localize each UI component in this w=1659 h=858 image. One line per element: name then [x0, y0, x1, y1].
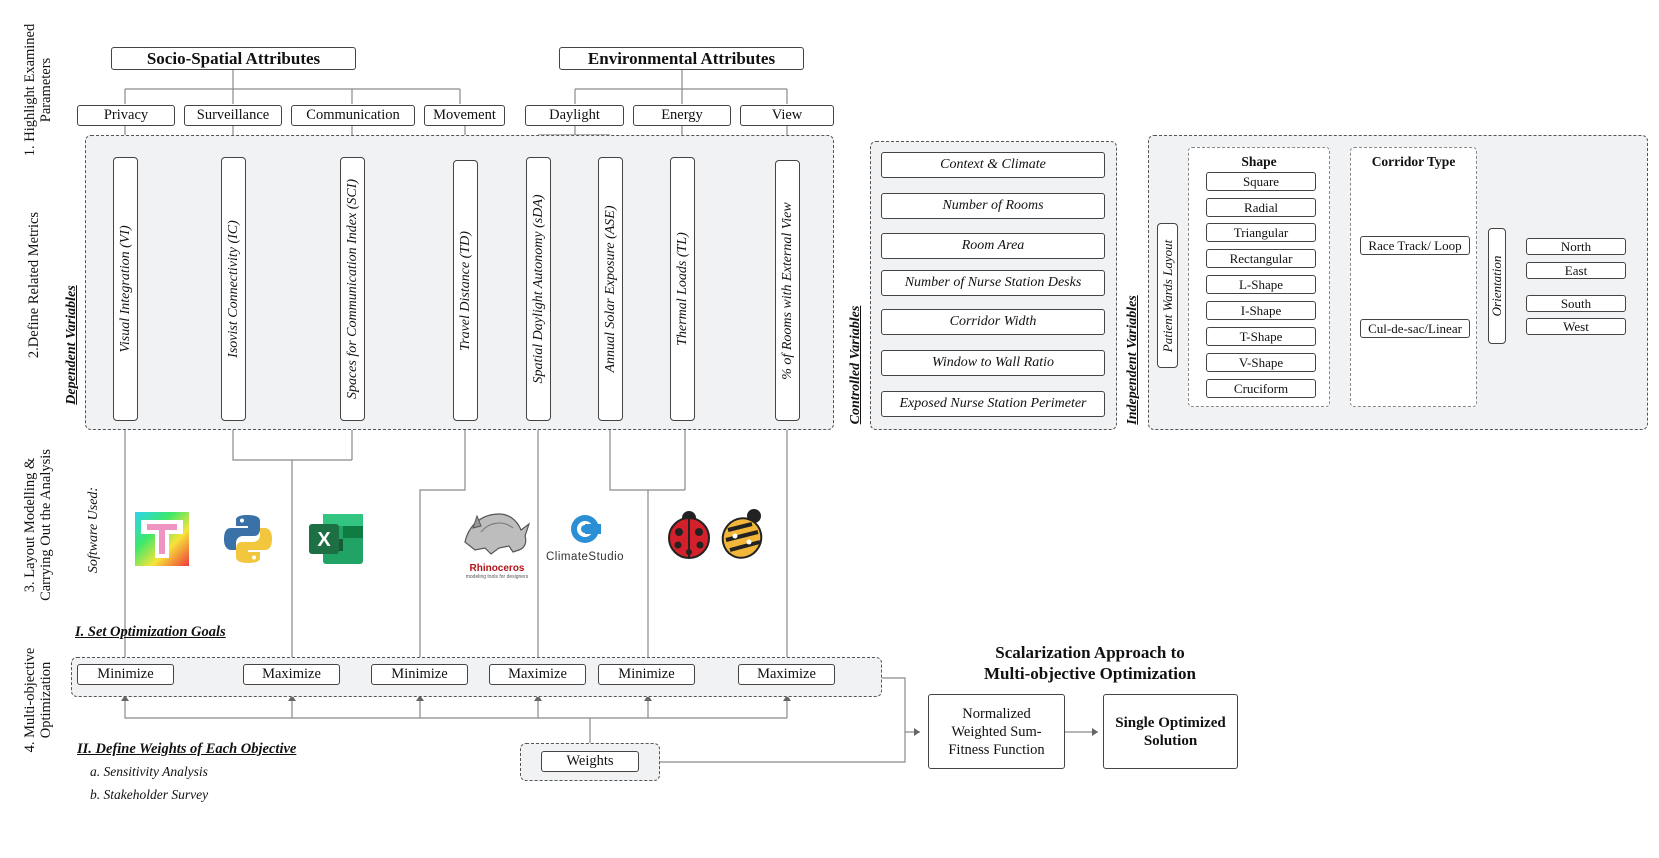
orientation-west: West — [1526, 318, 1626, 335]
excel-icon: X — [309, 514, 363, 564]
controlled-nurse-station-perimeter: Exposed Nurse Station Perimeter — [881, 391, 1105, 417]
shape-radial: Radial — [1206, 198, 1316, 217]
independent-variables-label: Independent Variables — [1125, 295, 1140, 425]
metric-isovist-connectivity: Isovist Connectivity (IC) — [221, 157, 246, 421]
climatestudio-icon: ClimateStudio — [541, 512, 629, 563]
orientation-south: South — [1526, 295, 1626, 312]
climatestudio-name: ClimateStudio — [545, 551, 625, 563]
metric-visual-integration: Visual Integration (VI) — [113, 157, 138, 421]
attribute-energy: Energy — [633, 105, 731, 126]
metric-spatial-daylight-autonomy: Spatial Daylight Autonomy (sDA) — [526, 157, 551, 421]
scalarization-approach-title: Scalarization Approach to Multi-objectiv… — [984, 643, 1196, 683]
shape-square: Square — [1206, 172, 1316, 191]
metric-annual-solar-exposure: Annual Solar Exposure (ASE) — [598, 157, 623, 421]
shape-i-shape: I-Shape — [1206, 301, 1316, 320]
goal-maximize-view: Maximize — [738, 664, 835, 685]
controlled-corridor-width: Corridor Width — [881, 309, 1105, 335]
shape-t-shape: T-Shape — [1206, 327, 1316, 346]
orientation-box: Orientation — [1488, 228, 1506, 344]
honeybee-icon — [721, 509, 763, 559]
shape-triangular: Triangular — [1206, 223, 1316, 242]
shape-cruciform: Cruciform — [1206, 379, 1316, 398]
attribute-communication: Communication — [291, 105, 415, 126]
weights-box: Weights — [541, 751, 639, 772]
controlled-context-climate: Context & Climate — [881, 152, 1105, 178]
shape-v-shape: V-Shape — [1206, 353, 1316, 372]
metric-communication-index: Spaces for Communication Index (SCI) — [340, 157, 365, 421]
controlled-variables-label: Controlled Variables — [848, 305, 863, 425]
weights-stakeholder-survey: b. Stakeholder Survey — [90, 787, 209, 802]
metric-thermal-loads: Thermal Loads (TL) — [670, 157, 695, 421]
patient-wards-layout: Patient Wards Layout — [1157, 223, 1178, 368]
controlled-room-area: Room Area — [881, 233, 1105, 259]
stage-3-label: 3. Layout Modelling &Carrying Out the An… — [22, 449, 54, 601]
fitness-function-box: Normalized Weighted Sum- Fitness Functio… — [928, 694, 1065, 769]
define-weights-title: II. Define Weights of Each Objective — [77, 741, 297, 757]
attribute-surveillance: Surveillance — [184, 105, 282, 126]
goal-minimize-vi: Minimize — [77, 664, 174, 685]
attribute-privacy: Privacy — [77, 105, 175, 126]
stage-2-label: 2.Define Related Metrics — [26, 211, 42, 359]
corridor-race-track-loop: Race Track/ Loop — [1360, 236, 1470, 255]
shape-rectangular: Rectangular — [1206, 249, 1316, 268]
shape-title: Shape — [1241, 154, 1277, 169]
dependent-variables-label: Dependent Variables — [64, 285, 79, 405]
corridor-type-title: Corridor Type — [1371, 154, 1456, 169]
ladybug-icon — [668, 511, 710, 559]
orientation-east: East — [1526, 262, 1626, 279]
svg-text:X: X — [317, 529, 331, 551]
socio-spatial-attributes-header: Socio-Spatial Attributes — [111, 47, 356, 70]
metric-external-view: % of Rooms with External View — [775, 160, 800, 421]
controlled-number-of-rooms: Number of Rooms — [881, 193, 1105, 219]
orientation-north: North — [1526, 238, 1626, 255]
goal-minimize-td: Minimize — [371, 664, 468, 685]
controlled-nurse-station-desks: Number of Nurse Station Desks — [881, 270, 1105, 296]
controlled-window-wall-ratio: Window to Wall Ratio — [881, 350, 1105, 376]
rhinoceros-icon: Rhinoceros modeling tools for designers — [459, 502, 535, 582]
python-icon — [224, 515, 272, 563]
shape-l-shape: L-Shape — [1206, 275, 1316, 294]
attribute-daylight: Daylight — [525, 105, 624, 126]
single-optimized-solution-box: Single Optimized Solution — [1103, 694, 1238, 769]
environmental-attributes-header: Environmental Attributes — [559, 47, 804, 70]
goal-maximize-ic-sci: Maximize — [243, 664, 340, 685]
metric-travel-distance: Travel Distance (TD) — [453, 160, 478, 421]
goal-minimize-ase-tl: Minimize — [598, 664, 695, 685]
rhinoceros-name: Rhinoceros — [469, 563, 525, 574]
attribute-movement: Movement — [424, 105, 505, 126]
software-used-label: Software Used: — [86, 486, 101, 574]
corridor-cul-de-sac-linear: Cul-de-sac/Linear — [1360, 319, 1470, 338]
corridor-type-group — [1350, 147, 1477, 407]
attribute-view: View — [740, 105, 834, 126]
set-optimization-goals-title: I. Set Optimization Goals — [75, 624, 226, 640]
weights-sensitivity-analysis: a. Sensitivity Analysis — [90, 764, 208, 779]
goal-maximize-sda: Maximize — [489, 664, 586, 685]
tool-t-icon — [135, 512, 189, 566]
rhinoceros-tagline: modeling tools for designers — [465, 574, 529, 580]
